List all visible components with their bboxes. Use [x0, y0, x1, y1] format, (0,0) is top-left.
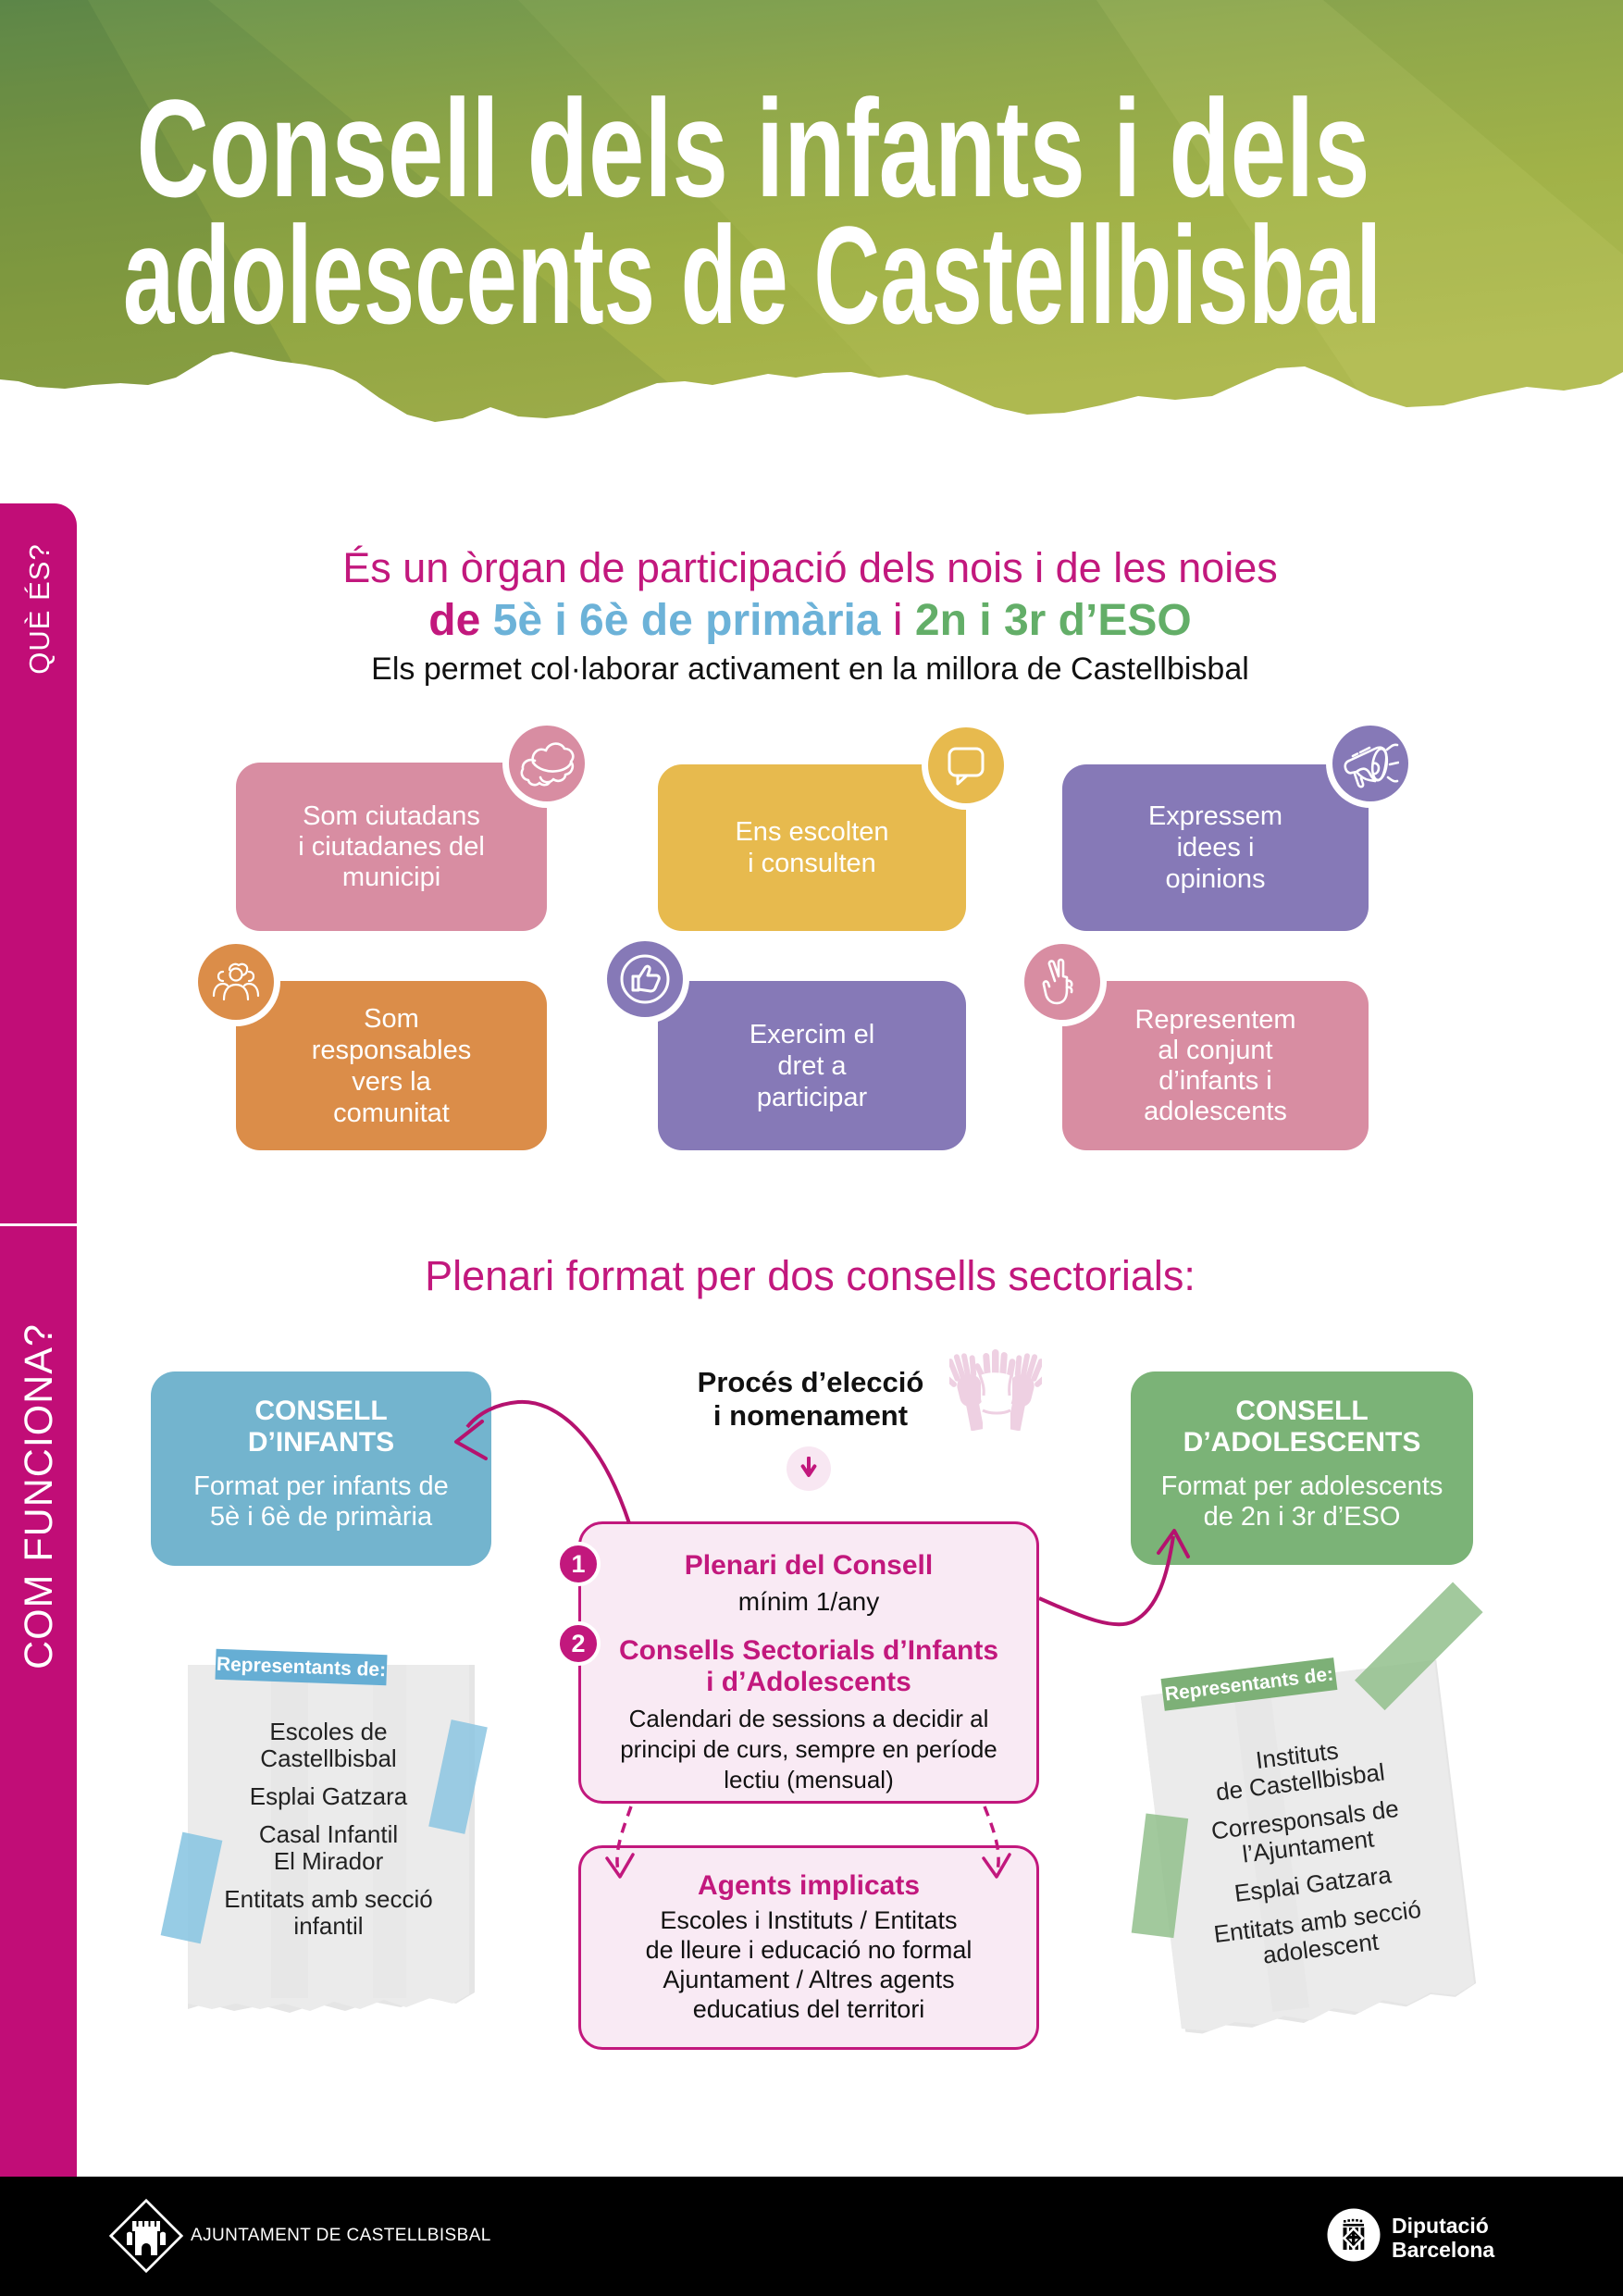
- svg-text:Consell dels infants i dels: Consell dels infants i dels: [137, 70, 1370, 226]
- svg-text:adolescents de Castellbisbal: adolescents de Castellbisbal: [123, 197, 1381, 353]
